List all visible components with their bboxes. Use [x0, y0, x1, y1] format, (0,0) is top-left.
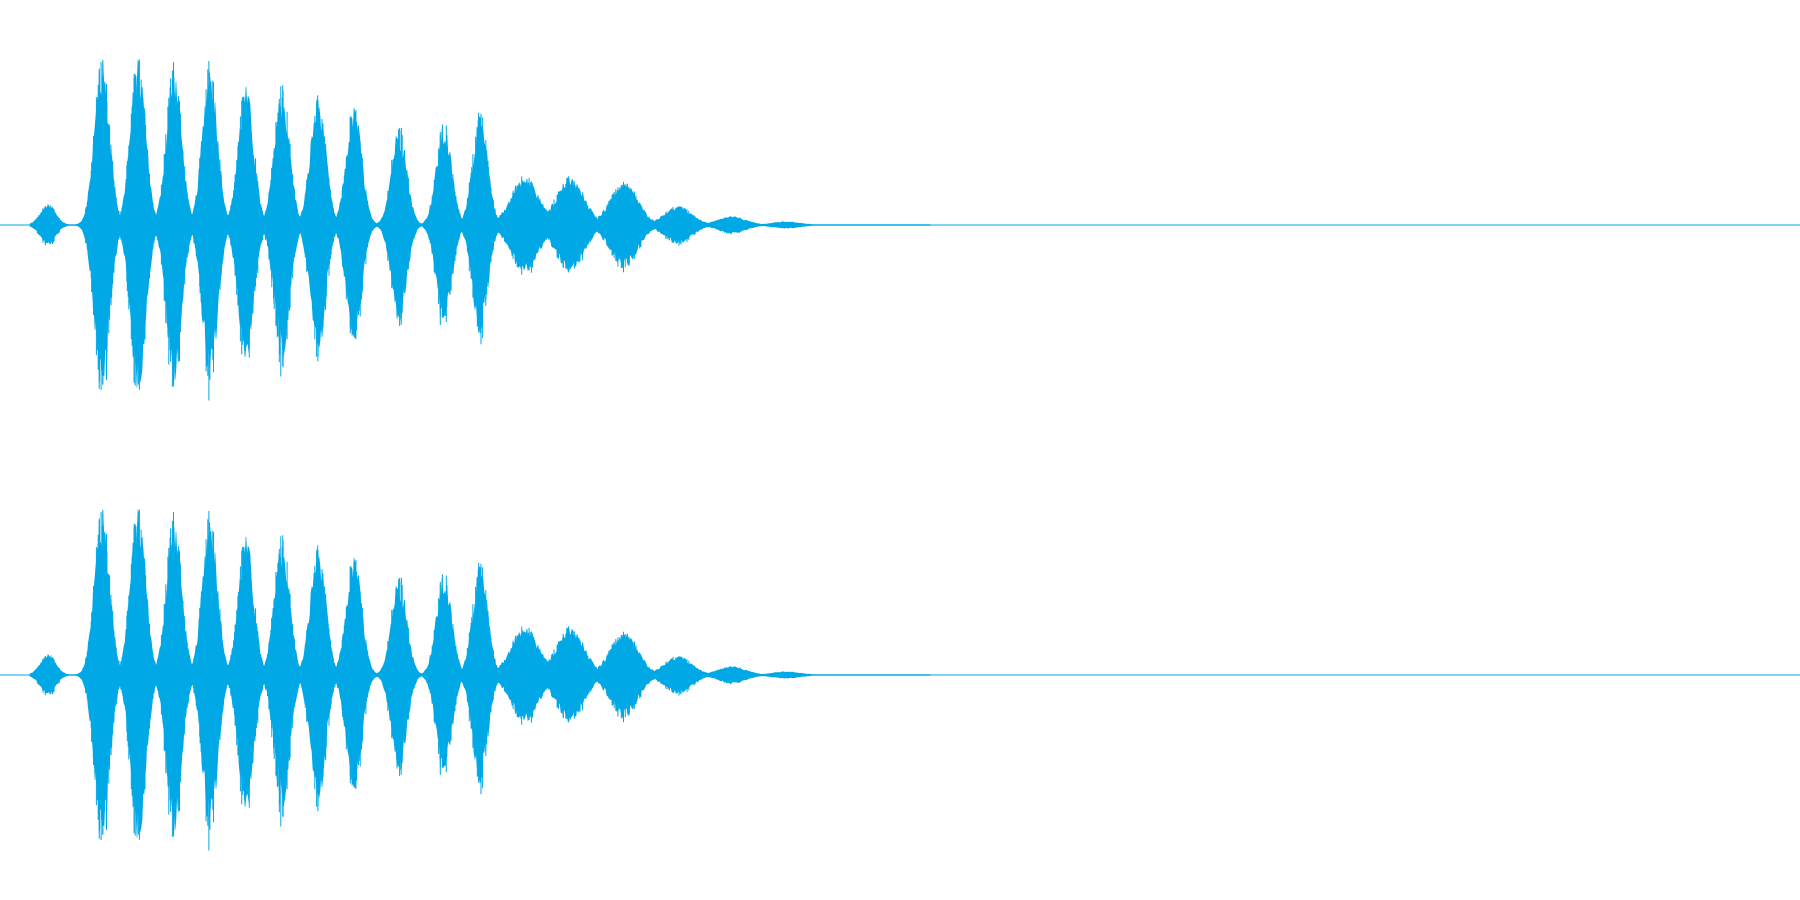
- waveform-envelope: [29, 509, 931, 838]
- waveform-channel-1: [0, 59, 1800, 401]
- waveform-channel-2: [0, 509, 1800, 851]
- waveform-envelope: [29, 59, 931, 388]
